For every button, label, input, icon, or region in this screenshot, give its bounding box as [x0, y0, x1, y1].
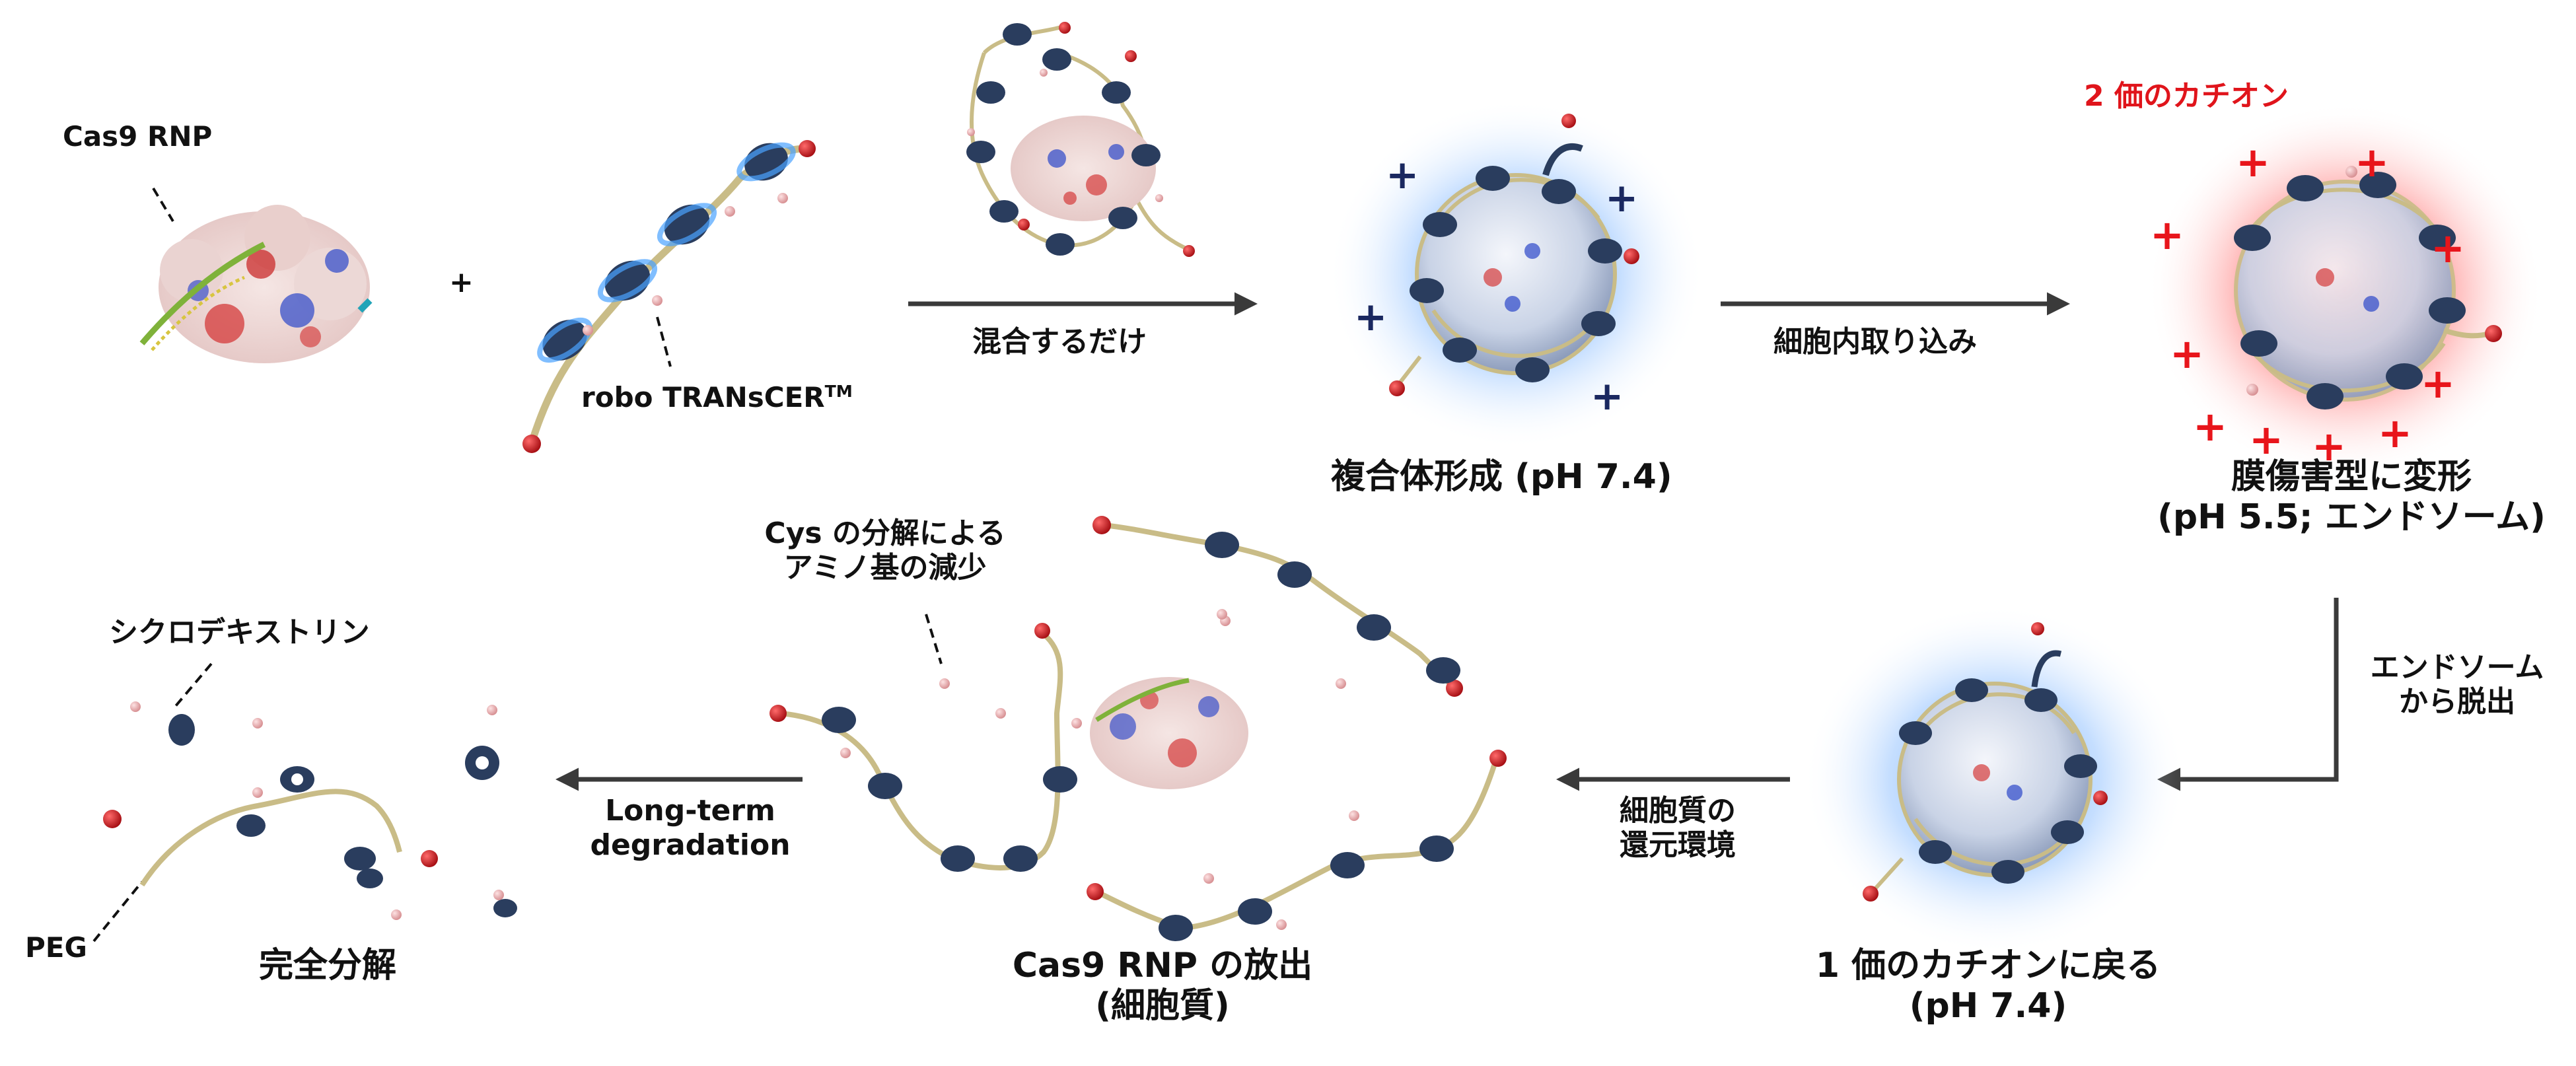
divalent-charge-sign: + — [2431, 224, 2465, 272]
label-cyclodextrin: シクロデキストリン — [109, 616, 370, 649]
label-reducing-line2: 還元環境 — [1620, 828, 1736, 862]
label-cellular-uptake: 細胞内取り込み — [1773, 325, 1977, 359]
pointer-cas9 — [152, 187, 174, 223]
divalent-charge-sign: + — [2421, 359, 2455, 408]
label-cys-degradation: Cys の分解による アミノ基の減少 — [727, 516, 1044, 585]
released-cas9-rnp — [1090, 677, 1248, 789]
label-long-term-degradation: Long-term degradation — [581, 794, 799, 863]
label-longterm-line2: degradation — [590, 828, 791, 862]
robo-transcer-polymer — [522, 140, 816, 453]
divalent-charge-sign: + — [2236, 138, 2270, 186]
complex-charge-sign: + — [1605, 175, 1639, 221]
degraded-components — [103, 701, 517, 920]
label-cys-line2: アミノ基の減少 — [783, 550, 987, 585]
label-robo-transcer: robo TRANsCERTM — [581, 381, 853, 414]
label-endosome-escape: エンドソーム から脱出 — [2351, 651, 2563, 719]
released-polymers — [769, 516, 1507, 941]
label-membrane-damage-line2: (pH 5.5; エンドソーム) — [2157, 497, 2546, 538]
complex-charge-sign: + — [1591, 373, 1624, 419]
pointer-peg — [92, 880, 143, 942]
divalent-charge-sign: + — [2170, 330, 2204, 378]
mixture-illustration — [966, 22, 1195, 257]
complex-charge-sign: + — [1354, 294, 1388, 340]
label-endosome-escape-line2: から脱出 — [2399, 684, 2515, 719]
label-endosome-escape-line1: エンドソーム — [2370, 651, 2544, 684]
label-complete-degradation: 完全分解 — [259, 946, 397, 985]
complex-charge-sign: + — [1386, 152, 1419, 198]
cas9-rnp-protein — [139, 205, 373, 363]
divalent-charge-sign: + — [2193, 402, 2227, 450]
pointer-robo — [656, 316, 672, 367]
pointer-cyclodextrin — [174, 662, 213, 708]
label-release-line2: (細胞質) — [1095, 986, 1230, 1026]
label-longterm-line1: Long-term — [605, 794, 775, 828]
monovalent-particle — [1863, 622, 2108, 902]
label-monovalent-line2: (pH 7.4) — [1909, 986, 2067, 1026]
membrane-disruptive-particle — [2234, 166, 2502, 409]
label-robo-prefix: robo TRANsCER — [581, 381, 825, 413]
label-cas9-release: Cas9 RNP の放出 (細胞質) — [951, 946, 1374, 1027]
label-monovalent-line1: 1 価のカチオンに戻る — [1815, 946, 2161, 985]
label-membrane-damage: 膜傷害型に変形 (pH 5.5; エンドソーム) — [2107, 457, 2576, 538]
divalent-charge-sign: + — [2249, 415, 2283, 464]
label-release-line1: Cas9 RNP の放出 — [1012, 946, 1313, 985]
divalent-charge-sign: + — [2312, 422, 2346, 470]
label-reducing-line1: 細胞質の — [1620, 794, 1736, 828]
pointer-cys — [925, 614, 943, 664]
label-robo-tm: TM — [824, 382, 853, 401]
complex-particle — [1389, 114, 1639, 396]
label-cas9-rnp: Cas9 RNP — [63, 120, 213, 153]
arrow-endosome-escape — [2157, 598, 2339, 791]
divalent-charge-sign: + — [2355, 138, 2389, 186]
label-reducing-environment: 細胞質の 還元環境 — [1569, 794, 1787, 863]
label-cys-line1: Cys の分解による — [764, 516, 1006, 550]
plus-sign: + — [449, 266, 474, 299]
label-divalent-cation: 2 価のカチオン — [2084, 79, 2289, 113]
label-peg: PEG — [25, 931, 87, 964]
divalent-charge-sign: + — [2378, 409, 2412, 457]
divalent-charge-sign: + — [2150, 211, 2184, 259]
label-mix-only: 混合するだけ — [972, 325, 1147, 359]
label-monovalent-cation: 1 価のカチオンに戻る (pH 7.4) — [1757, 946, 2219, 1027]
label-membrane-damage-line1: 膜傷害型に変形 — [2231, 457, 2472, 497]
label-complex-formation: 複合体形成 (pH 7.4) — [1331, 457, 1672, 497]
